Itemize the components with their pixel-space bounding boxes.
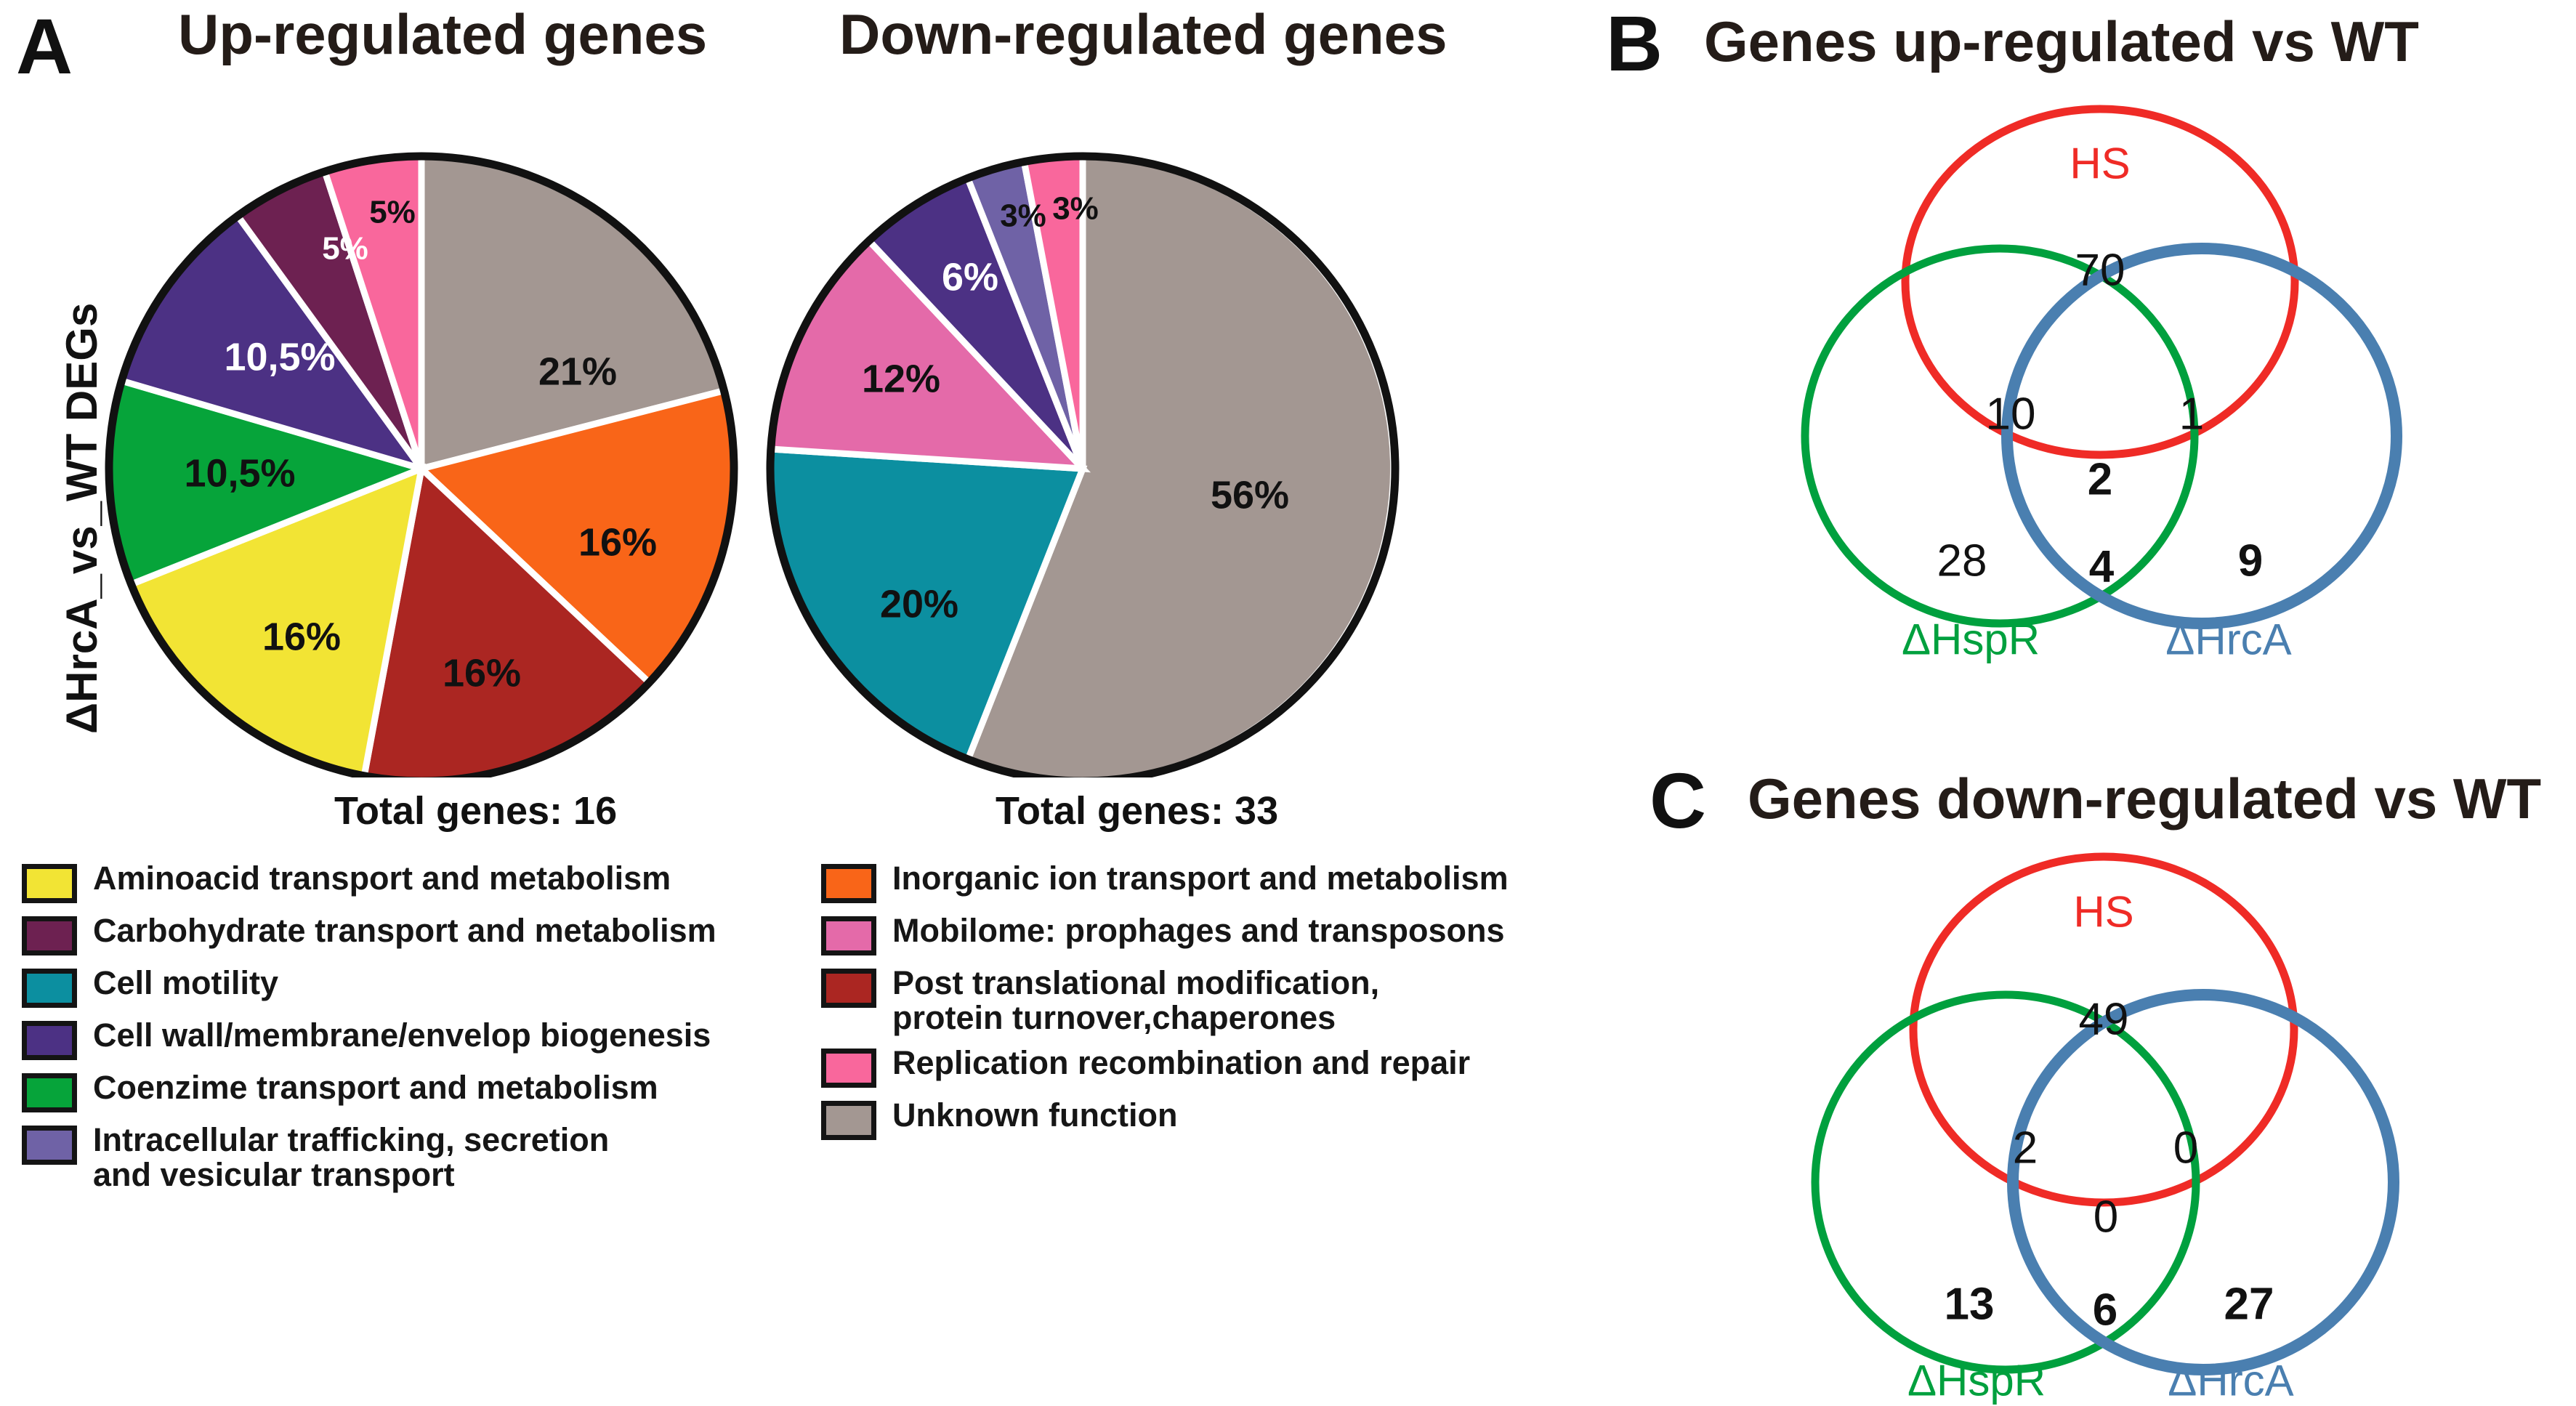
legend-label: Cell motility: [93, 964, 279, 1001]
legend-label: Mobilome: prophages and transposons: [892, 912, 1505, 949]
legend-item[interactable]: Coenzime transport and metabolism: [22, 1070, 716, 1112]
venn-b-count-hs-only: 70: [2075, 245, 2125, 296]
legend-item[interactable]: Cell motility: [22, 964, 716, 1008]
venn-b-count-hrca-only: 9: [2237, 536, 2264, 586]
venn-b-count-hspr-hrca: 4: [2088, 541, 2115, 592]
legend-swatch-replication: [821, 1049, 876, 1088]
pie-up-label-post-translational: 16%: [443, 651, 521, 695]
pie-down-label-cell-motility: 20%: [880, 582, 958, 626]
venn-c-ellipse-hspr: [1811, 990, 2200, 1374]
legend-item[interactable]: Post translational modification, protein…: [821, 964, 1509, 1037]
legend-swatch-mobilome: [821, 916, 876, 955]
venn-b-ellipse-hrca: [2001, 243, 2402, 629]
venn-c-count-hs-only: 49: [2078, 994, 2129, 1045]
panel-a-letter: A: [16, 2, 73, 90]
legend-item[interactable]: Cell wall/membrane/envelop biogenesis: [22, 1017, 716, 1060]
legend-swatch-post-translational: [821, 969, 876, 1008]
venn-diagram-up-regulated: 70 10 1 2 28 4 9 HS ΔHspR ΔHrcA: [1671, 87, 2529, 664]
pie-up-label-replication: 5%: [369, 195, 416, 230]
legend-label: Unknown function: [892, 1096, 1178, 1134]
panel-c-title: Genes down-regulated vs WT: [1748, 767, 2542, 831]
pie-up-label-unknown: 21%: [538, 350, 617, 393]
venn-c-count-hspr-only: 13: [1944, 1279, 1995, 1330]
pie-chart-up-regulated: 21% 16% 16% 16% 10,5% 10,5% 5% 5%: [98, 87, 745, 785]
venn-c-label-hrca: ΔHrcA: [2168, 1356, 2294, 1405]
pie-down-label-unknown: 56%: [1211, 473, 1289, 517]
legend-column-right: Inorganic ion transport and metabolism M…: [821, 860, 1509, 1150]
venn-c-ellipse-hrca: [2007, 989, 2399, 1375]
legend-item[interactable]: Unknown function: [821, 1096, 1509, 1141]
venn-c-label-hspr: ΔHspR: [1907, 1356, 2046, 1405]
pie-down-label-intracellular: 3%: [1000, 198, 1046, 234]
legend-swatch-cell-motility: [22, 969, 77, 1008]
pie-up-label-carbohydrate: 5%: [322, 231, 368, 267]
venn-c-count-hspr-hrca: 6: [2092, 1285, 2118, 1336]
legend-swatch-cell-wall: [22, 1021, 77, 1060]
pie-down-title: Down-regulated genes: [839, 2, 1448, 66]
venn-b-count-hs-hrca: 1: [2179, 389, 2205, 440]
legend-label: Carbohydrate transport and metabolism: [93, 912, 716, 949]
venn-b-label-hs: HS: [2070, 139, 2131, 188]
pie-up-label-cell-wall: 10,5%: [224, 335, 335, 379]
pie-down-label-cell-wall: 6%: [942, 255, 998, 299]
venn-c-count-hs-hrca: 0: [2173, 1123, 2199, 1173]
venn-c-count-hrca-only: 27: [2224, 1279, 2274, 1330]
pie-up-svg: 21% 16% 16% 16% 10,5% 10,5% 5% 5%: [105, 152, 738, 785]
pie-chart-down-regulated: 56% 20% 12% 6% 3% 3%: [759, 87, 1406, 785]
pie-up-title: Up-regulated genes: [178, 2, 708, 66]
legend-label: Aminoacid transport and metabolism: [93, 860, 671, 897]
venn-b-label-hspr: ΔHspR: [1901, 615, 2040, 664]
legend-item[interactable]: Inorganic ion transport and metabolism: [821, 860, 1509, 903]
legend-item[interactable]: Intracellular trafficking, secretion and…: [22, 1121, 716, 1194]
venn-b-count-hs-hspr: 10: [1985, 389, 2036, 440]
venn-b-ellipse-hspr: [1801, 244, 2199, 628]
legend-label: Cell wall/membrane/envelop biogenesis: [93, 1017, 711, 1054]
legend-item[interactable]: Aminoacid transport and metabolism: [22, 860, 716, 903]
venn-c-svg: [1811, 852, 2399, 1375]
legend-label: Post translational modification, protein…: [892, 964, 1380, 1037]
pie-down-total-caption: Total genes: 33: [996, 789, 1279, 833]
legend-item[interactable]: Mobilome: prophages and transposons: [821, 913, 1509, 955]
legend-column-left: Aminoacid transport and metabolism Carbo…: [22, 860, 716, 1203]
venn-b-svg: [1801, 105, 2402, 629]
panel-c-letter: C: [1650, 756, 1706, 844]
legend-swatch-unknown-function: [821, 1101, 876, 1141]
venn-c-count-hs-hspr: 2: [2012, 1123, 2038, 1173]
venn-c-ellipse-hs: [1909, 852, 2298, 1207]
panel-b-letter: B: [1606, 0, 1663, 87]
legend-swatch-intracellular-trafficking: [22, 1126, 77, 1165]
legend-item[interactable]: Carbohydrate transport and metabolism: [22, 913, 716, 955]
pie-up-label-coenzime: 10,5%: [184, 451, 295, 495]
pie-down-svg: 56% 20% 12% 6% 3% 3%: [766, 152, 1400, 785]
pie-up-total-caption: Total genes: 16: [334, 789, 618, 833]
pie-down-label-replication: 3%: [1052, 191, 1099, 227]
venn-b-ellipse-hs: [1901, 105, 2299, 459]
panel-b-title: Genes up-regulated vs WT: [1704, 9, 2419, 73]
venn-c-count-all-three: 0: [2093, 1192, 2119, 1243]
venn-diagram-down-regulated: 49 2 0 0 13 6 27 HS ΔHspR ΔHrcA: [1671, 839, 2529, 1405]
pie-up-label-aminoacid: 16%: [262, 615, 341, 658]
legend-swatch-coenzime: [22, 1073, 77, 1112]
legend-swatch-inorganic-ion: [821, 864, 876, 903]
legend-label: Coenzime transport and metabolism: [93, 1069, 658, 1106]
pie-down-label-mobilome: 12%: [862, 357, 940, 400]
venn-c-label-hs: HS: [2073, 887, 2134, 937]
legend-label: Inorganic ion transport and metabolism: [892, 860, 1509, 897]
venn-b-count-all-three: 2: [2087, 454, 2113, 505]
legend-swatch-aminoacid: [22, 864, 77, 903]
venn-b-label-hrca: ΔHrcA: [2165, 615, 2292, 664]
legend-label: Replication recombination and repair: [892, 1044, 1471, 1082]
pie-up-label-inorganic: 16%: [578, 520, 657, 564]
venn-b-count-hspr-only: 28: [1937, 536, 1987, 586]
legend-item[interactable]: Replication recombination and repair: [821, 1046, 1509, 1088]
legend-swatch-carbohydrate: [22, 916, 77, 955]
legend-label: Intracellular trafficking, secretion and…: [93, 1121, 610, 1194]
